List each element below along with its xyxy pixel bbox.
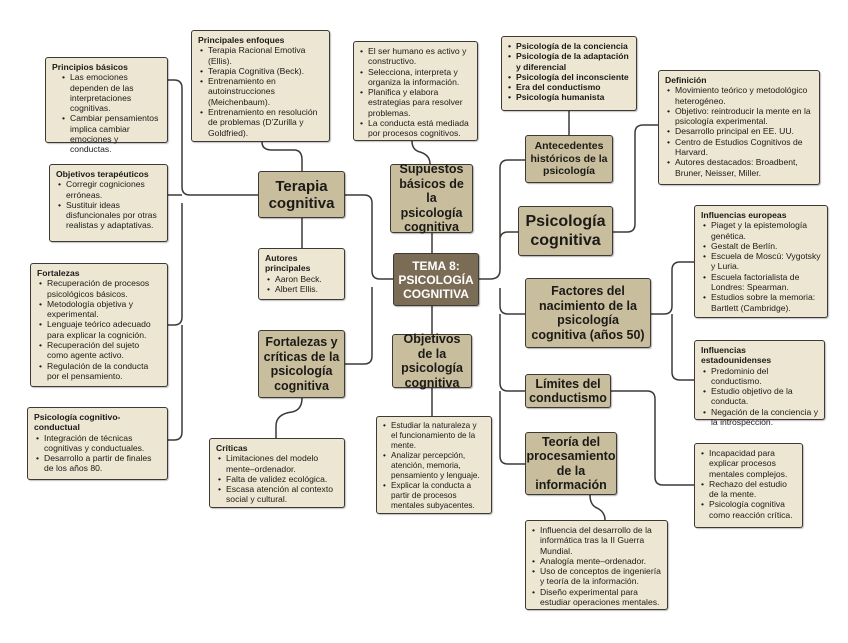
box-influencias-estadounidenses: Influencias estadounidenses Predominio d… (694, 340, 825, 427)
list-item: Desarrollo principal en EE. UU. (667, 126, 813, 137)
box-heading: Críticas (216, 443, 248, 453)
list-item: Gestalt de Berlín. (703, 241, 821, 252)
list-item: Estudio objetivo de la conducta. (703, 386, 818, 407)
list-item: Albert Ellis. (267, 284, 338, 295)
list-item: Uso de conceptos de ingeniería y teoría … (532, 566, 661, 587)
box-principios-basicos: Principios básicos Las emociones depende… (45, 57, 168, 154)
box-heading: Fortalezas (37, 268, 80, 278)
list-item: Predominio del conductismo. (703, 366, 818, 387)
link-psico-definicion (613, 124, 658, 233)
list-item: Metodología objetiva y experimental. (39, 299, 161, 320)
list-item: Regulación de la conducta por el pensami… (39, 361, 161, 382)
node-teoria-procesamiento[interactable]: Teoría del procesamiento de la informaci… (525, 432, 617, 495)
node-supuestos-basicos[interactable]: Supuestos básicos de la psicología cogni… (390, 162, 473, 234)
list-item: La conducta está mediada por procesos co… (360, 118, 471, 139)
list-item: El ser humano es activo y constructivo. (360, 46, 471, 67)
list-item: Aaron Beck. (267, 274, 338, 285)
list-item: Escuela de Moscú: Vygotsky y Luria. (703, 251, 821, 272)
list-item: Falta de validez ecológica. (218, 474, 338, 485)
link-center-left (345, 194, 393, 365)
list-item: Entrenamiento en resolución de problemas… (200, 107, 323, 138)
list-item: Corregir cogniciones erróneas. (58, 179, 161, 200)
box-fortalezas: Fortalezas Recuperación de procesos psic… (30, 263, 168, 387)
link-center-right (478, 159, 525, 465)
list-item: Las emociones dependen de las interpreta… (62, 72, 161, 113)
list-item: Escasa atención al contexto social y cul… (218, 484, 338, 505)
node-psicologia-cognitiva[interactable]: Psicología cognitiva (518, 206, 613, 256)
node-factores-nacimiento[interactable]: Factores del nacimiento de la psicología… (525, 278, 651, 348)
list-item: Lenguaje teórico adecuado para explicar … (39, 319, 161, 340)
link-limites-list (611, 390, 694, 486)
box-heading: Autores principales (265, 253, 311, 274)
list-item: Psicología de la conciencia (508, 41, 630, 52)
list-item: Recuperación de procesos psicológicos bá… (39, 278, 161, 299)
central-topic[interactable]: TEMA 8: PSICOLOGÍA COGNITIVA (393, 253, 479, 306)
link-factores-influencias (651, 261, 694, 381)
box-objetivos-list: Estudiar la naturaleza y el funcionamien… (376, 416, 492, 514)
box-heading: Influencias estadounidenses (701, 345, 772, 366)
box-supuestos-list: El ser humano es activo y constructivo.S… (353, 41, 478, 141)
list-item: Limitaciones del modelo mente–ordenador. (218, 453, 338, 474)
link-teoria-list (589, 494, 606, 521)
list-item: Piaget y la epistemología genética. (703, 220, 821, 241)
box-definicion: Definición Movimiento teórico y metodoló… (658, 70, 820, 185)
list-item: Psicología humanista (508, 92, 630, 103)
list-item: Terapia Cognitiva (Beck). (200, 66, 323, 77)
list-item: Psicología del inconsciente (508, 72, 630, 83)
list-item: Analogía mente–ordenador. (532, 556, 661, 567)
box-heading: Definición (665, 75, 707, 85)
link-supuestos-list (411, 140, 431, 165)
list-item: Planifica y elabora estrategias para res… (360, 87, 471, 118)
link-terapia-left (168, 79, 258, 441)
list-item: Rechazo del estudio de la mente. (701, 479, 796, 500)
list-item: Objetivo: reintroducir la mente en la ps… (667, 106, 813, 127)
box-teoria-list: Influencia del desarrollo de la informát… (525, 520, 668, 610)
list-item: Centro de Estudios Cognitivos de Harvard… (667, 137, 813, 158)
box-objetivos-terapeuticos: Objetivos terapéuticos Corregir cognicio… (49, 164, 168, 242)
box-principales-enfoques: Principales enfoques Terapia Racional Em… (191, 30, 330, 142)
link-fc-criticas (275, 397, 303, 438)
box-heading: Influencias europeas (701, 210, 787, 220)
link-terapia-enfoques (261, 141, 303, 171)
box-heading: Psicología cognitivo-conductual (34, 412, 121, 433)
list-item: Analizar percepción, atención, memoria, … (383, 451, 485, 481)
node-limites-conductismo[interactable]: Límites del conductismo (525, 374, 611, 408)
box-influencias-europeas: Influencias europeas Piaget y la epistem… (694, 205, 828, 318)
list-item: Era del conductismo (508, 82, 630, 93)
node-antecedentes[interactable]: Antecedentes históricos de la psicología (525, 135, 613, 183)
box-limites-list: Incapacidad para explicar procesos menta… (694, 443, 803, 528)
list-item: Integración de técnicas cognitivas y con… (36, 433, 161, 454)
node-fortalezas-criticas[interactable]: Fortalezas y críticas de la psicología c… (258, 330, 345, 398)
list-item: Terapia Racional Emotiva (Ellis). (200, 45, 323, 66)
node-objetivos-psicologia[interactable]: Objetivos de la psicología cognitiva (392, 332, 472, 390)
box-cognitivo-conductual: Psicología cognitivo-conductual Integrac… (27, 407, 168, 480)
box-autores-principales: Autores principales Aaron Beck.Albert El… (258, 248, 345, 300)
list-item: Movimiento teórico y metodológico hetero… (667, 85, 813, 106)
list-item: Estudiar la naturaleza y el funcionamien… (383, 421, 485, 451)
list-item: Influencia del desarrollo de la informát… (532, 525, 661, 556)
list-item: Psicología cognitiva como reacción críti… (701, 499, 796, 520)
box-heading: Principales enfoques (198, 35, 285, 45)
box-antecedentes-list: Psicología de la concienciaPsicología de… (501, 36, 637, 111)
node-terapia-cognitiva[interactable]: Terapia cognitiva (258, 171, 345, 218)
box-heading: Objetivos terapéuticos (56, 169, 149, 179)
list-item: Incapacidad para explicar procesos menta… (701, 448, 796, 479)
list-item: Explicar la conducta a partir de proceso… (383, 481, 485, 511)
list-item: Escuela factorialista de Londres: Spearm… (703, 272, 821, 293)
box-heading: Principios básicos (52, 62, 128, 72)
list-item: Negación de la conciencia y la introspec… (703, 407, 818, 428)
list-item: Recuperación del sujeto como agente acti… (39, 340, 161, 361)
list-item: Desarrollo a partir de finales de los añ… (36, 453, 161, 474)
list-item: Autores destacados: Broadbent, Bruner, N… (667, 157, 813, 178)
list-item: Entrenamiento en autoinstrucciones (Meic… (200, 76, 323, 107)
list-item: Sustituir ideas disfuncionales por otras… (58, 200, 161, 231)
list-item: Selecciona, interpreta y organiza la inf… (360, 67, 471, 88)
list-item: Cambiar pensamientos implica cambiar emo… (62, 113, 161, 154)
list-item: Diseño experimental para estudiar operac… (532, 587, 661, 608)
box-criticas: Críticas Limitaciones del modelo mente–o… (209, 438, 345, 508)
list-item: Psicología de la adaptación y diferencia… (508, 51, 630, 72)
list-item: Estudios sobre la memoria: Bartlett (Cam… (703, 292, 821, 313)
